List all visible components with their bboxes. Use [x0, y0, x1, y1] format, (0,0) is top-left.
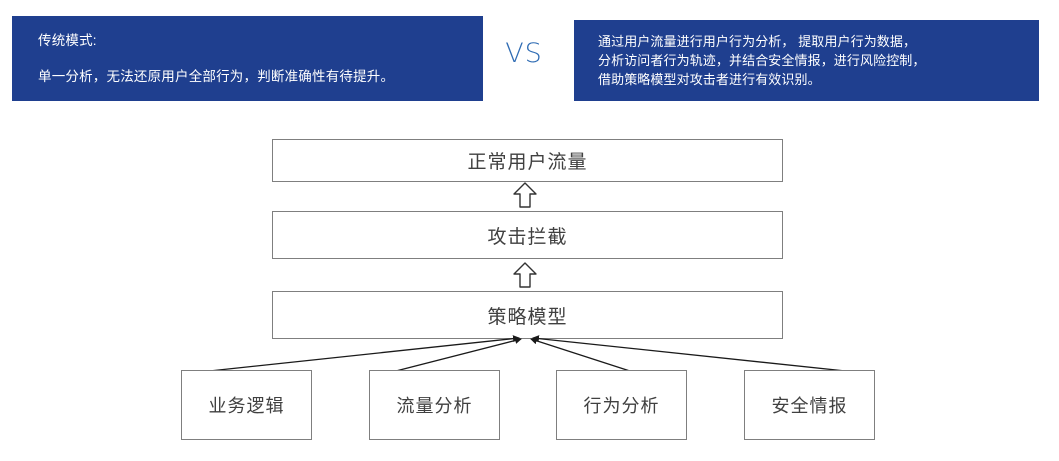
traditional-mode-body: 单一分析，无法还原用户全部行为，判断准确性有待提升。 — [38, 68, 395, 84]
flow-node-policy-model: 策略模型 — [272, 291, 783, 339]
arrow-up-icon-2 — [513, 262, 537, 288]
arrow-up-icon-1 — [513, 182, 537, 208]
new-mode-line-1: 通过用户流量进行用户行为分析， 提取用户行为数据， — [598, 34, 917, 49]
flow-input-traffic-analysis: 流量分析 — [369, 370, 500, 440]
flow-input-behavior-analysis: 行为分析 — [556, 370, 687, 440]
flow-node-normal-traffic: 正常用户流量 — [272, 139, 783, 182]
flow-input-security-intelligence: 安全情报 — [744, 370, 875, 440]
connector-fan — [199, 335, 856, 373]
new-mode-line-2: 分析访问者行为轨迹，并结合安全情报，进行风险控制， — [598, 53, 926, 68]
traditional-mode-heading: 传统模式: — [38, 32, 97, 48]
new-mode-line-3: 借助策略模型对攻击者进行有效识别。 — [598, 72, 821, 87]
vs-label: VS — [505, 38, 543, 69]
traditional-mode-panel: 传统模式: 单一分析，无法还原用户全部行为，判断准确性有待提升。 — [12, 16, 483, 101]
new-mode-panel: 通过用户流量进行用户行为分析， 提取用户行为数据， 分析访问者行为轨迹，并结合安… — [574, 20, 1039, 101]
flow-node-attack-block: 攻击拦截 — [272, 211, 783, 259]
flow-input-business-logic: 业务逻辑 — [181, 370, 312, 440]
